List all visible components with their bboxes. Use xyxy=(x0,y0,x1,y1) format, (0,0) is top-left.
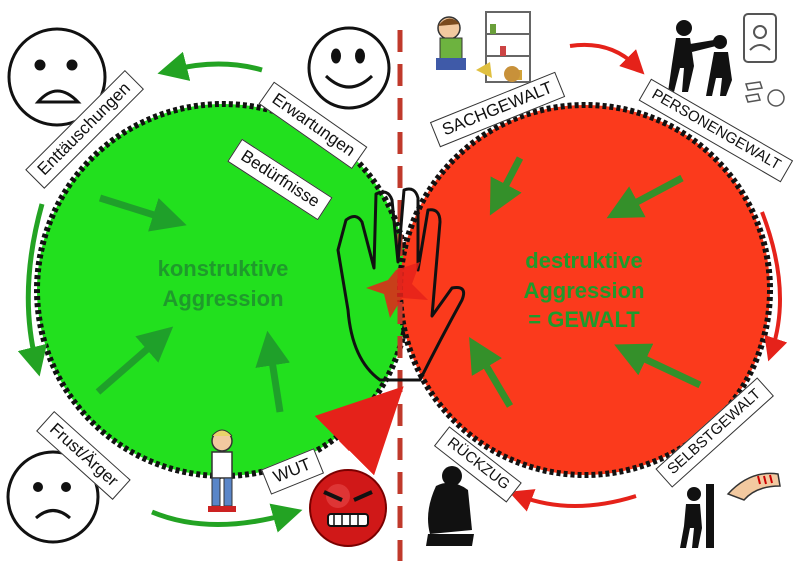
constructive-title-line2: Aggression xyxy=(162,285,284,311)
constructive-title: konstruktive Aggression xyxy=(133,254,313,313)
person-hitting-icon xyxy=(668,20,732,96)
inner-arrows-right xyxy=(469,156,702,408)
person-hurting-self-icon xyxy=(680,484,714,548)
constructive-title-line1: konstruktive xyxy=(157,256,289,281)
person-withdrawn-icon xyxy=(426,466,474,546)
hand-stop-icon xyxy=(336,187,466,382)
cycle-arrows-left xyxy=(17,51,303,533)
angry-child-icon xyxy=(208,429,236,512)
cycle-arrows-right xyxy=(508,42,788,512)
sad-face-icon xyxy=(6,450,100,544)
destructive-title-line1: destruktive xyxy=(525,248,643,273)
wut-arrow xyxy=(314,386,404,476)
phone-bullying-icon xyxy=(743,13,777,63)
destructive-title-line2: Aggression xyxy=(523,277,645,303)
angry-face-icon xyxy=(309,469,387,547)
child-breaking-things-icon xyxy=(436,11,531,83)
happy-face-icon xyxy=(307,26,391,110)
injured-arm-icon xyxy=(726,472,781,501)
pointing-fingers-icon xyxy=(745,81,785,107)
hand-star-accent xyxy=(366,262,428,318)
inner-arrows-left xyxy=(95,194,290,413)
destructive-title: destruktive Aggression = GEWALT xyxy=(494,246,674,335)
sad-face-icon xyxy=(7,27,107,127)
destructive-title-line3: = GEWALT xyxy=(528,307,640,333)
